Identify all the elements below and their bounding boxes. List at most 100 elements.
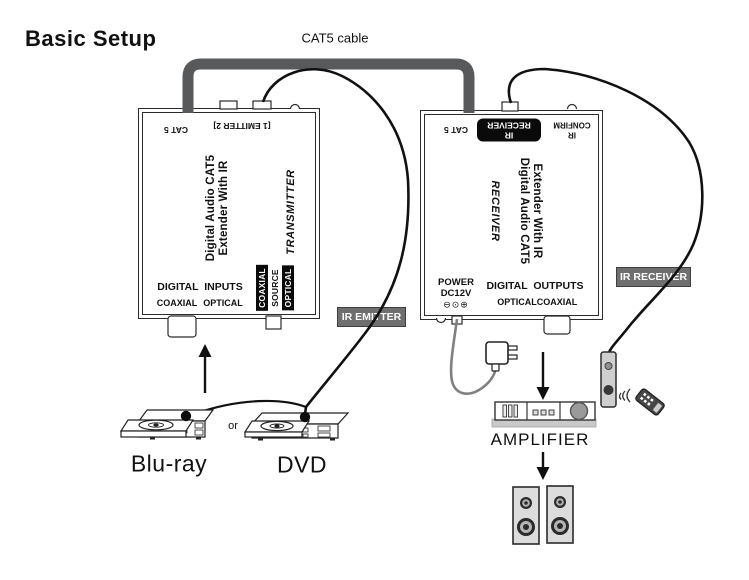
rx-ir-confirm-label: IR CONFIRM: [553, 120, 591, 140]
bluray-tray-lip: [120, 430, 187, 438]
ir-receiver-cable: [507, 67, 704, 357]
ir-emitter-callout-label: IR EMITTER: [341, 311, 402, 323]
bluray-foot-right: [196, 437, 201, 440]
dvd-foot-right: [330, 438, 335, 441]
ir-waves-icon: [618, 388, 631, 403]
ir-receiver-port: [501, 101, 519, 112]
remote-button: [642, 392, 647, 397]
amplifier-label: AMPLIFIER: [490, 430, 590, 449]
remote-button: [646, 395, 651, 400]
amplifier-button-1: [532, 409, 539, 416]
remote-button: [643, 399, 648, 404]
dvd-disc-hole: [274, 424, 280, 428]
transmitter-unit: [138, 108, 320, 319]
adapter-cable-stub: [491, 363, 500, 372]
power-cable: [449, 318, 497, 395]
receiver-faceplate: [424, 114, 599, 316]
dvd-display: [317, 425, 331, 432]
speaker-left-woofer-cap: [523, 524, 529, 530]
rx-port-coaxial-label: COAXIAL: [536, 297, 578, 307]
dvd-tray-lip: [244, 431, 303, 438]
dvd-drawer: [317, 432, 331, 438]
cat5-cable-label: CAT5 cable: [301, 30, 369, 46]
ir-receiver-eye: [603, 385, 614, 395]
rx-ir-port-badge: IR RECEIVER: [477, 118, 541, 142]
tx-switch-coaxial: COAXIAL: [256, 265, 268, 311]
flow-arrows: [198, 344, 550, 480]
arrow-down-head-1: [536, 387, 550, 400]
tx-port-optical-label: OPTICAL: [203, 298, 243, 308]
ir-emitter-cable: [261, 67, 410, 415]
dvd-button-2: [302, 433, 309, 438]
rx-ir-port-line1: IR: [504, 130, 514, 141]
arrow-down-head-2: [536, 467, 550, 480]
speaker-right-woofer-cap: [557, 523, 563, 529]
rx-ir-confirm-line2: CONFIRM: [553, 121, 591, 130]
amplifier-vent-3: [513, 404, 518, 418]
coaxial-input-jack: [167, 315, 197, 338]
rx-role-label: RECEIVER: [489, 180, 501, 242]
speaker-right: [546, 485, 574, 544]
remote-control: [618, 388, 665, 416]
speaker-right-tweeter-cap: [558, 500, 562, 504]
ir-receiver-led: [604, 362, 613, 370]
receiver-ir-confirm-led: [566, 103, 578, 110]
dvd-label: DVD: [276, 451, 328, 478]
rx-ir-port-line2: RECEIVER: [487, 121, 531, 131]
cat5-cable: [182, 58, 475, 113]
ir-emitter-bud-dvd: [299, 411, 311, 423]
dvd-player: [243, 412, 350, 441]
rx-power-voltage: DC12V: [440, 287, 472, 299]
tx-cat5-port-label: CAT 5: [164, 125, 188, 135]
amplifier-button-2: [540, 409, 547, 416]
optical-input-jack: [265, 315, 282, 330]
tx-switch-optical: OPTICAL: [282, 265, 294, 311]
rx-port-optical-label: OPTICAL: [497, 297, 537, 307]
amplifier-vent-2: [508, 404, 513, 418]
speaker-left-tweeter-cap: [524, 501, 528, 505]
tx-emitter-ports-label: [1 EMITTER 2]: [213, 121, 271, 131]
rx-power-label: POWER: [438, 276, 474, 288]
ir-receiver-body: [600, 351, 617, 408]
tx-role-label: TRANSMITTER: [285, 169, 297, 255]
tx-title-line2: Extender With IR: [218, 160, 230, 256]
coaxial-output-jack: [543, 315, 571, 335]
amplifier-button-3: [548, 409, 555, 416]
transmitter-ir-window: [289, 103, 301, 110]
adapter-prong-top: [507, 345, 518, 351]
remote-end: [653, 403, 662, 413]
rx-cat5-port-label: CAT 5: [444, 125, 468, 135]
power-adapter: [485, 341, 518, 372]
transmitter-faceplate: [142, 112, 316, 315]
tx-port-coaxial-label: COAXIAL: [156, 298, 198, 308]
rx-ir-confirm-line1: IR: [568, 130, 577, 140]
page-title: Basic Setup: [25, 26, 157, 51]
tx-io-heading: DIGITAL INPUTS: [157, 281, 243, 293]
bluray-drawer: [194, 429, 204, 436]
rx-title-line2: Extender With IR: [531, 163, 543, 259]
tx-switch-source: SOURCE: [270, 269, 280, 307]
ir-emitter-bud-bluray: [180, 410, 192, 422]
emitter-port-2: [252, 100, 272, 110]
remote-body: [635, 388, 665, 416]
bluray-display: [194, 422, 204, 429]
amplifier-knob: [569, 401, 589, 421]
rx-power-polarity-icon: ⊖⊙⊕: [443, 299, 469, 310]
ir-receiver-device: [600, 351, 617, 408]
adapter-prong-bottom: [507, 354, 518, 360]
blu-ray-label: Blu-ray: [130, 450, 208, 477]
amplifier-vent-1: [502, 404, 507, 418]
remote-button: [639, 396, 644, 401]
bluray-top-face: [137, 409, 215, 422]
rx-title-line1: Digital Audio CAT5: [518, 157, 530, 265]
power-jack: [435, 317, 447, 324]
arrow-up-head: [198, 344, 212, 357]
bluray-foot-left: [150, 437, 155, 440]
receiver-unit: [420, 110, 603, 320]
dvd-foot-left: [258, 438, 263, 441]
tx-title-line1: Digital Audio CAT5: [205, 154, 217, 262]
unit-connectors: [167, 100, 578, 338]
blu-ray-player: [119, 409, 215, 440]
